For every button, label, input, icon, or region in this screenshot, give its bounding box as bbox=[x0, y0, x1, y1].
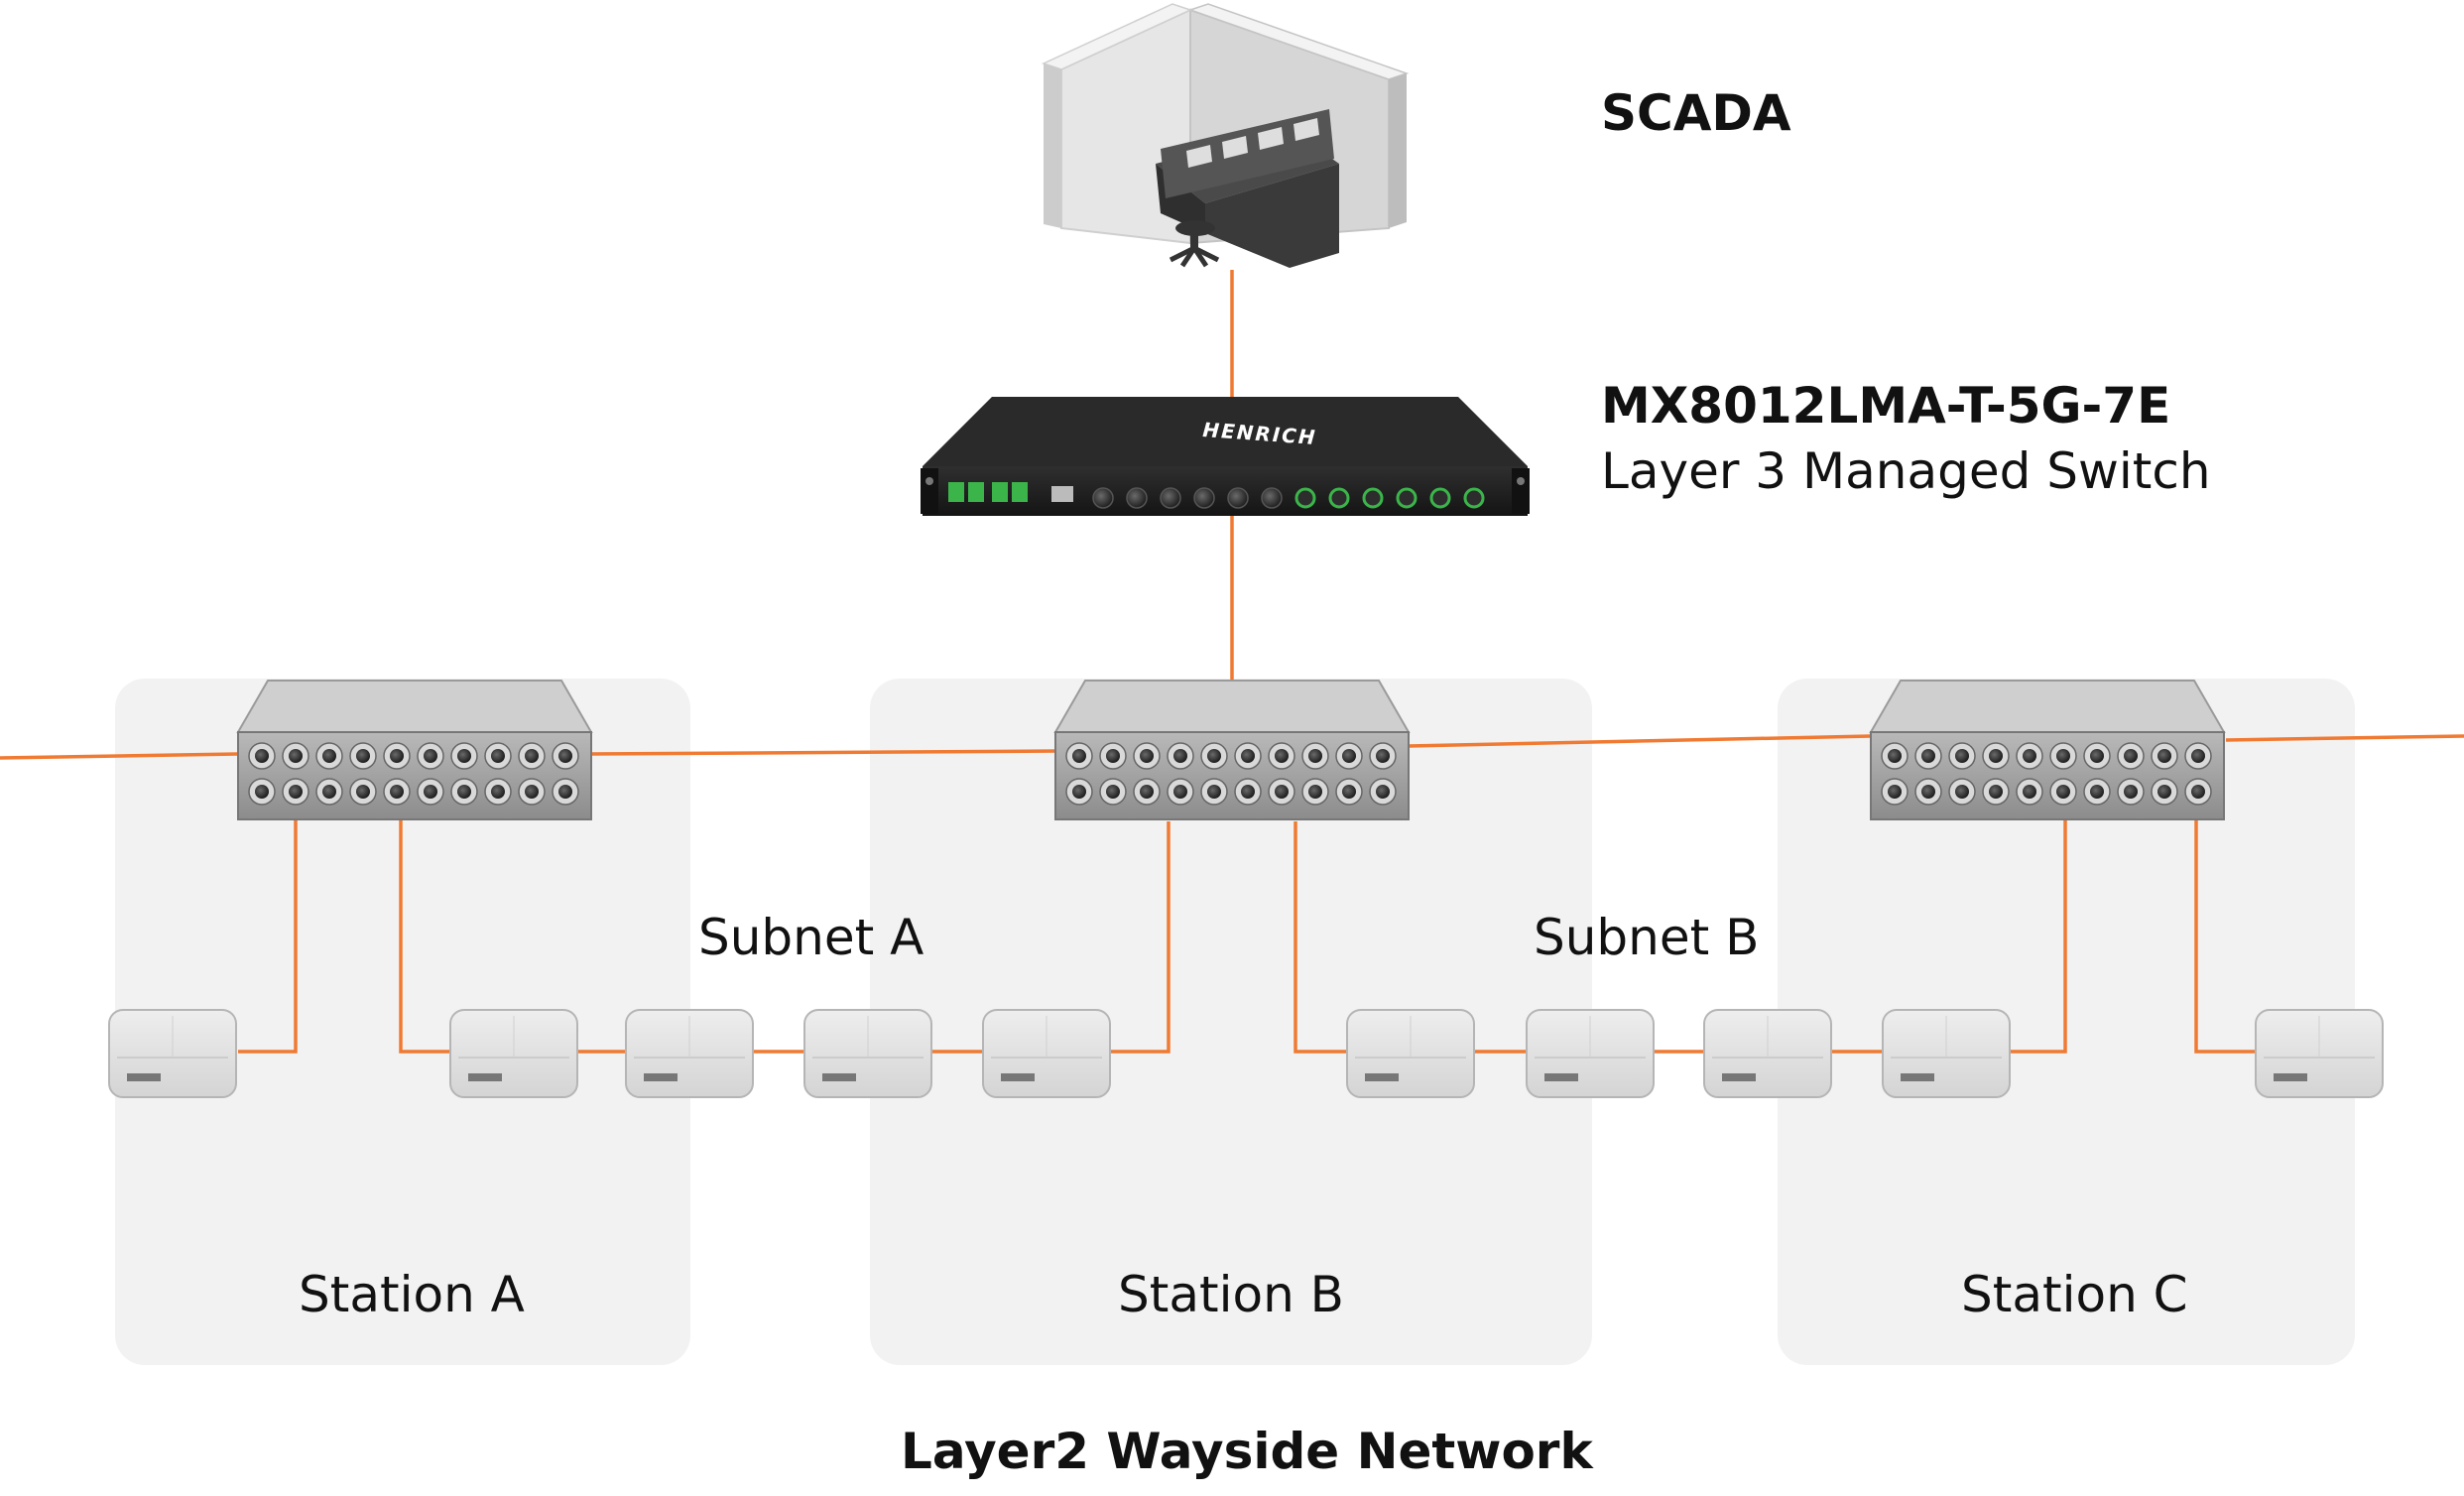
network-links bbox=[0, 270, 2464, 1054]
station-a-panel bbox=[115, 679, 690, 1365]
subnet-a-label: Subnet A bbox=[698, 909, 924, 966]
end-device bbox=[1346, 1009, 1475, 1098]
station-c-switch bbox=[1869, 680, 2226, 820]
station-a-label: Station A bbox=[299, 1266, 525, 1323]
end-device bbox=[449, 1009, 578, 1098]
subnet-b-label: Subnet B bbox=[1534, 909, 1760, 966]
end-device bbox=[1882, 1009, 2011, 1098]
end-device bbox=[803, 1009, 932, 1098]
end-device bbox=[108, 1009, 237, 1098]
end-devices bbox=[108, 1009, 2384, 1098]
station-b-label: Station B bbox=[1118, 1266, 1344, 1323]
core-switch-model: MX8012LMA-T-5G-7E bbox=[1601, 377, 2171, 435]
end-device bbox=[2255, 1009, 2384, 1098]
end-device bbox=[1703, 1009, 1832, 1098]
end-device bbox=[982, 1009, 1111, 1098]
end-device bbox=[1526, 1009, 1655, 1098]
core-switch-device bbox=[921, 397, 1530, 516]
station-a-switch bbox=[236, 680, 593, 820]
station-b-switch bbox=[1053, 680, 1411, 820]
station-c-label: Station C bbox=[1961, 1266, 2188, 1323]
core-switch-description: Layer 3 Managed Switch bbox=[1601, 442, 2211, 500]
station-b-panel bbox=[870, 679, 1592, 1365]
scada-control-room-icon bbox=[1041, 3, 1410, 268]
network-label: Layer2 Wayside Network bbox=[901, 1423, 1593, 1480]
end-device bbox=[625, 1009, 754, 1098]
scada-label: SCADA bbox=[1601, 84, 1791, 142]
